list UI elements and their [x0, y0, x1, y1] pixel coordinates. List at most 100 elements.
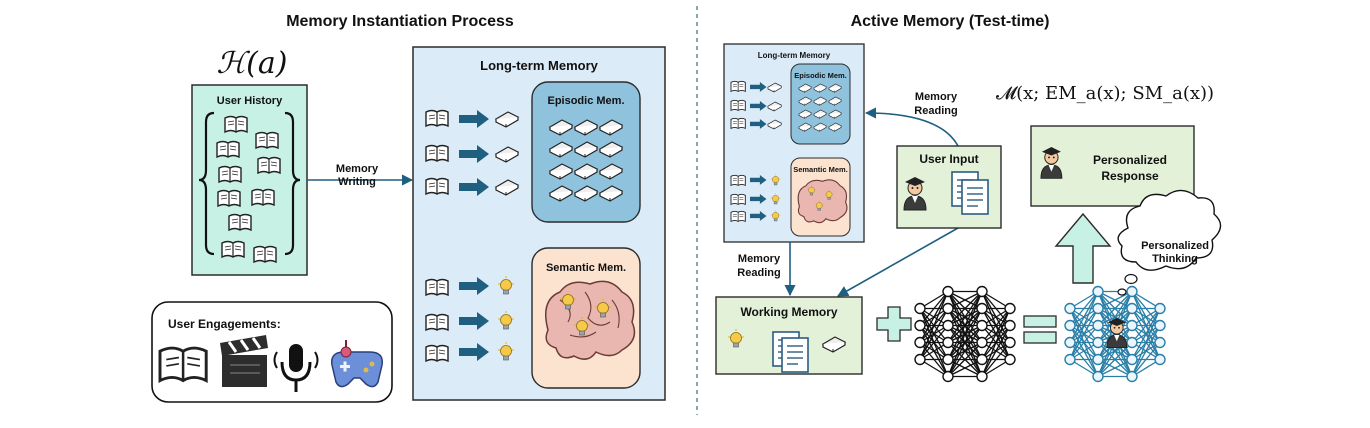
network-node	[1004, 353, 1016, 366]
network-edge	[1097, 325, 1133, 377]
network-node	[976, 336, 988, 349]
network-node	[942, 302, 954, 315]
network-edge	[919, 325, 949, 360]
network-edge	[919, 291, 949, 343]
network-node	[1126, 336, 1138, 349]
network-node	[1092, 319, 1104, 332]
network-node	[1126, 302, 1138, 315]
formula: 𝓜(x; EM_a(x); SM_a(x))	[995, 83, 1215, 104]
network-node	[1154, 336, 1166, 349]
thought-cloud	[1117, 189, 1222, 271]
network-edge	[1097, 290, 1133, 310]
network-edge	[947, 291, 983, 343]
gamepad-icon	[331, 351, 383, 388]
network-node	[1126, 353, 1138, 366]
user-history-label: User History	[216, 95, 283, 107]
history-math: ℋ(a)	[216, 46, 288, 81]
network-edge	[1131, 342, 1161, 377]
network-node	[1064, 302, 1076, 315]
network-edge	[981, 308, 1011, 360]
engagements-label: User Engagements:	[168, 317, 281, 331]
network-node	[914, 336, 926, 349]
memory-reading-left-label: Memory Reading	[737, 253, 781, 279]
semantic-label: Semantic Mem.	[545, 262, 627, 274]
network-node	[1064, 353, 1076, 366]
brain-icon	[545, 280, 636, 360]
network-node	[942, 353, 954, 366]
episodic-label: Episodic Mem.	[547, 95, 625, 107]
thinking-label: Personalized Thinking	[1141, 240, 1209, 265]
network-edge	[981, 308, 1011, 343]
network-edge	[981, 342, 1011, 377]
engagements-box	[151, 301, 393, 403]
user-history-box	[191, 84, 308, 276]
network-node	[914, 319, 926, 332]
response-box	[1030, 125, 1195, 207]
network-edge	[1069, 325, 1099, 360]
network-edge	[1069, 291, 1099, 343]
network-node	[1126, 370, 1138, 383]
network-edge	[1069, 291, 1099, 360]
network-node	[1092, 370, 1104, 383]
left-brace	[198, 111, 215, 256]
network-edge	[1069, 291, 1099, 326]
neural-network-black	[914, 285, 1016, 383]
engagement-icons	[158, 335, 383, 392]
brain-small-icon	[797, 179, 848, 224]
network-node	[976, 302, 988, 315]
network-node	[976, 285, 988, 298]
network-node	[1154, 302, 1166, 315]
network-node	[942, 285, 954, 298]
network-node	[1004, 336, 1016, 349]
network-node	[1092, 353, 1104, 366]
network-edge	[947, 291, 983, 377]
right-brace	[284, 111, 301, 256]
network-node	[1092, 285, 1104, 298]
network-edge	[981, 325, 1011, 377]
memory-writing-label: Memory Writing	[335, 163, 379, 188]
network-node	[942, 319, 954, 332]
network-edge	[1131, 308, 1161, 360]
network-edge	[1131, 308, 1161, 377]
network-node	[914, 302, 926, 315]
mic-icon	[289, 344, 303, 372]
left-title: Memory Instantiation Process	[286, 13, 514, 30]
personalized-response-label: Personalized Response	[1092, 153, 1168, 183]
equals-top	[1023, 315, 1057, 328]
network-node	[1064, 336, 1076, 349]
network-node	[1154, 319, 1166, 332]
user-input-label: User Input	[919, 152, 979, 166]
network-node	[942, 370, 954, 383]
network-edge	[1131, 325, 1161, 377]
network-node	[1004, 302, 1016, 315]
network-edge	[947, 358, 983, 378]
network-edge	[919, 291, 949, 326]
network-edge	[1097, 291, 1133, 343]
network-node	[976, 319, 988, 332]
episodic-small-label: Episodic Mem.	[794, 71, 847, 80]
network-edge	[1131, 308, 1161, 343]
network-node	[914, 353, 926, 366]
episodic-rows	[425, 109, 519, 196]
network-node	[1126, 319, 1138, 332]
network-edge	[981, 308, 1011, 377]
network-node	[976, 370, 988, 383]
reading-top-arrow	[864, 107, 959, 147]
network-node	[1092, 302, 1104, 315]
plus-sign	[876, 306, 912, 342]
network-edge	[1097, 358, 1133, 378]
network-edge	[1069, 308, 1099, 360]
network-edge	[1097, 342, 1133, 377]
network-node	[1154, 353, 1166, 366]
network-edge	[947, 290, 983, 310]
network-edge	[919, 308, 949, 360]
network-edge	[947, 325, 983, 377]
network-edge	[947, 342, 983, 377]
network-node	[1064, 319, 1076, 332]
semantic-small-label: Semantic Mem.	[793, 165, 848, 174]
network-node	[942, 336, 954, 349]
network-node	[1004, 319, 1016, 332]
network-edge	[947, 291, 983, 360]
network-node	[1126, 285, 1138, 298]
